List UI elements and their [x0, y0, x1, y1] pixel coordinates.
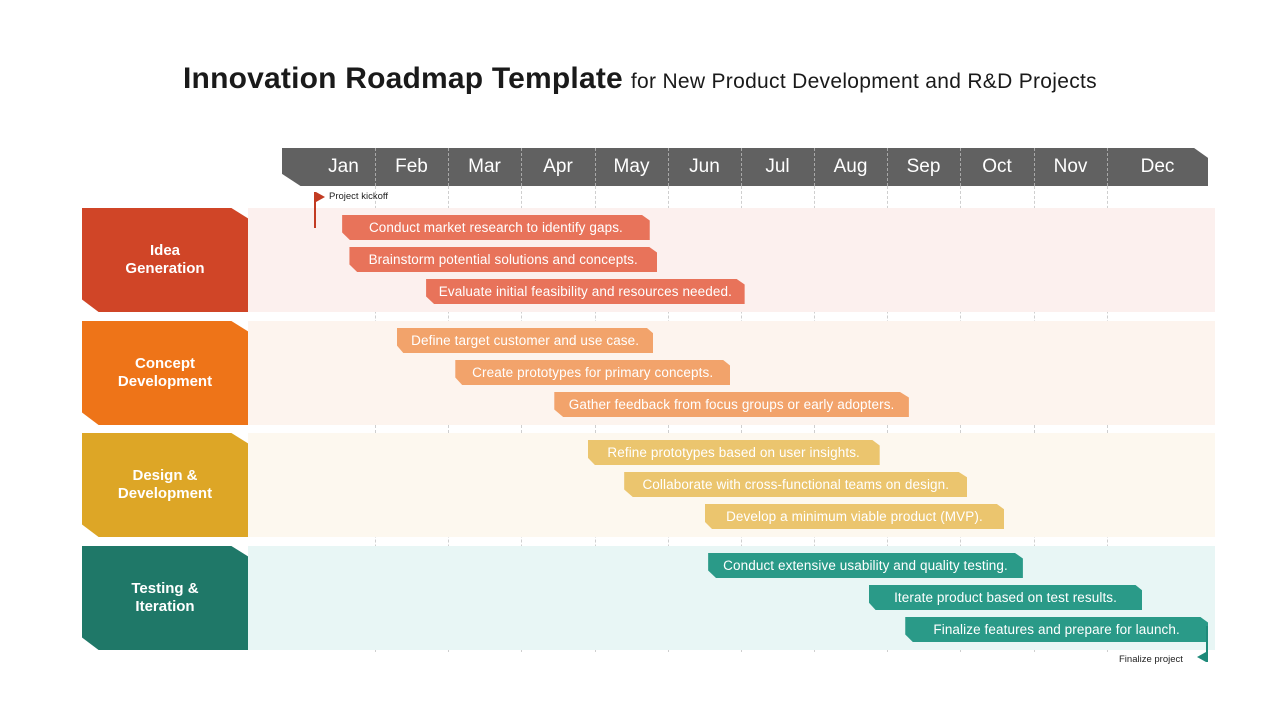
task-bar: Conduct extensive usability and quality … — [708, 553, 1023, 578]
finalize-flag-pole — [1206, 626, 1208, 662]
month-separator — [668, 148, 669, 186]
month-separator — [741, 148, 742, 186]
finalize-flag-icon — [1197, 652, 1206, 662]
task-bar: Brainstorm potential solutions and conce… — [349, 247, 658, 272]
task-bar: Refine prototypes based on user insights… — [587, 440, 880, 465]
title-main: Innovation Roadmap Template — [183, 62, 623, 95]
stage-label: Design & Development — [82, 433, 248, 537]
month-label-oct: Oct — [982, 156, 1012, 177]
month-label-jan: Jan — [328, 156, 359, 177]
stage-label: Idea Generation — [82, 208, 248, 312]
month-label-jun: Jun — [689, 156, 720, 177]
month-label-nov: Nov — [1053, 156, 1088, 177]
kickoff-flag-icon — [316, 192, 325, 202]
month-label-feb: Feb — [395, 156, 428, 177]
month-separator — [814, 148, 815, 186]
task-bar: Finalize features and prepare for launch… — [905, 617, 1208, 642]
month-header: Jan Feb Mar Apr May Jun Jul Aug Sep Oct Nov Dec — [282, 148, 1208, 186]
month-label-mar: Mar — [468, 156, 501, 177]
stage-label-text: Design & Development — [117, 467, 213, 502]
stage-label-text: Concept Development — [117, 355, 213, 390]
month-separator — [960, 148, 961, 186]
task-bar: Create prototypes for primary concepts. — [455, 360, 731, 385]
stage-label-text: Idea Generation — [125, 242, 205, 277]
stage-label: Testing & Iteration — [82, 546, 248, 650]
month-label-dec: Dec — [1140, 156, 1175, 177]
month-label-aug: Aug — [833, 156, 868, 177]
kickoff-flag-pole — [314, 192, 316, 228]
month-separator — [1034, 148, 1035, 186]
month-label-apr: Apr — [543, 156, 573, 177]
month-label-may: May — [613, 156, 650, 177]
task-bar: Define target customer and use case. — [396, 328, 654, 353]
month-label-jul: Jul — [765, 156, 790, 177]
month-separator — [595, 148, 596, 186]
month-separator — [887, 148, 888, 186]
task-bar: Conduct market research to identify gaps… — [342, 215, 650, 240]
month-separator — [521, 148, 522, 186]
month-label-sep: Sep — [906, 156, 941, 177]
milestone-finalize-label: Finalize project — [1119, 654, 1183, 665]
task-bar: Iterate product based on test results. — [868, 585, 1143, 610]
month-separator — [1107, 148, 1108, 186]
task-bar: Evaluate initial feasibility and resourc… — [426, 279, 745, 304]
stage-label: Concept Development — [82, 321, 248, 425]
month-separator — [375, 148, 376, 186]
month-separator — [448, 148, 449, 186]
title-subtitle: for New Product Development and R&D Proj… — [630, 70, 1097, 93]
task-bar: Gather feedback from focus groups or ear… — [554, 392, 909, 417]
stage-label-text: Testing & Iteration — [131, 580, 199, 615]
task-bar: Collaborate with cross-functional teams … — [624, 472, 968, 497]
task-bar: Develop a minimum viable product (MVP). — [704, 504, 1005, 529]
milestone-kickoff-label: Project kickoff — [329, 191, 388, 202]
roadmap-title: Innovation Roadmap Template for New Produ… — [0, 62, 1280, 96]
